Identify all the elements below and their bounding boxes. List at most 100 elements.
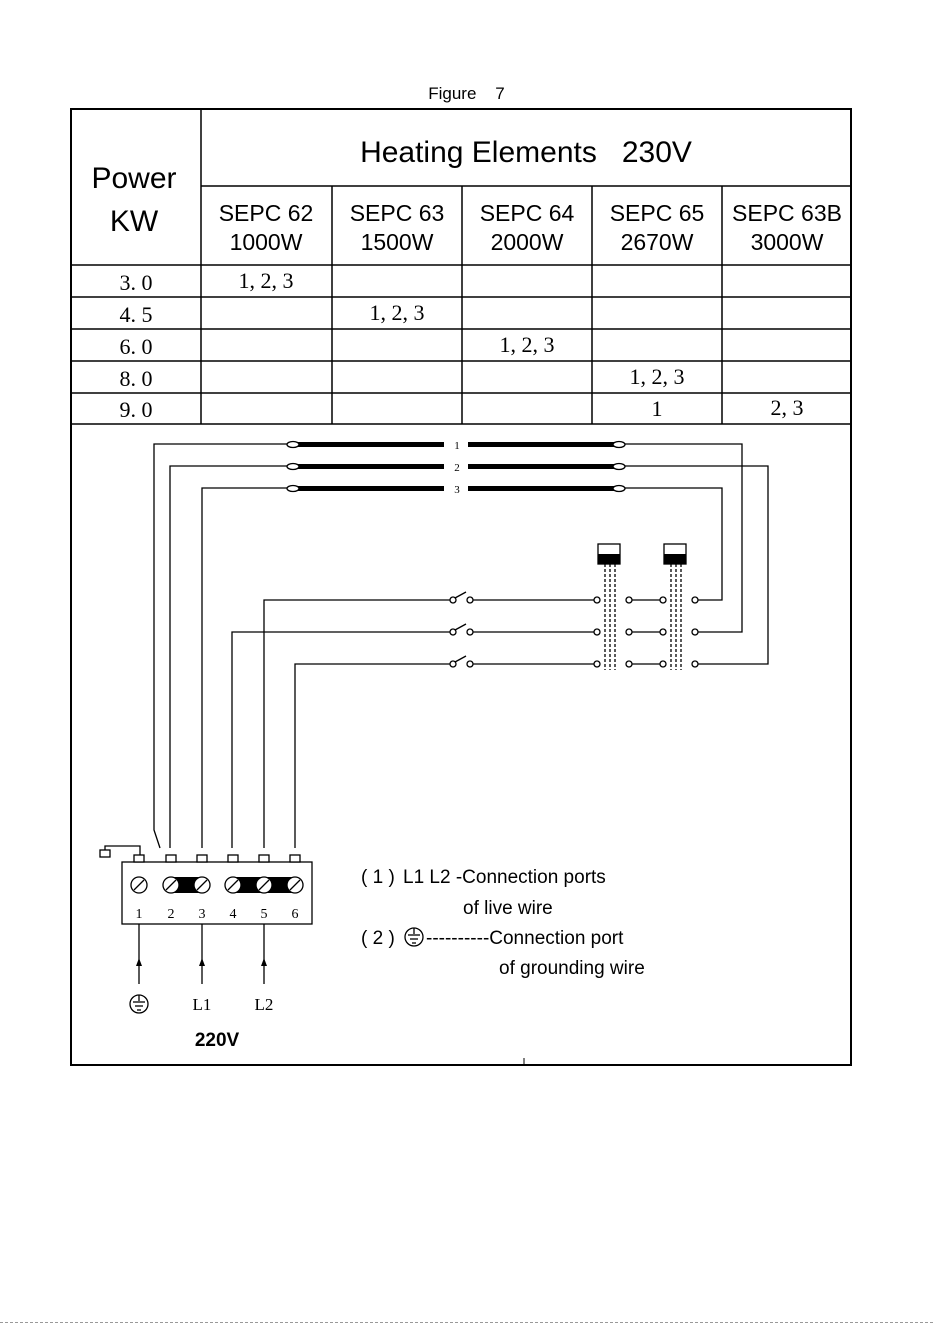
contactor-1 [593, 543, 633, 670]
contact-point [659, 660, 667, 668]
terminal-tab [258, 854, 270, 863]
row-power: 9. 0 [120, 397, 153, 422]
terminal-number: 6 [292, 907, 299, 922]
table-cell: 1, 2, 3 [630, 364, 685, 389]
switch-contact [466, 660, 474, 668]
ground-tab [99, 849, 111, 858]
terminal-number: 1 [136, 907, 143, 922]
screw-slot [165, 879, 177, 891]
table-cell: 2, 3 [771, 395, 804, 420]
legend-item1-text: L1 L2 -Connection ports [403, 867, 606, 888]
col-model: SEPC 63 [350, 200, 445, 226]
col-watts: 2000W [491, 229, 564, 255]
contact-point [691, 596, 699, 604]
screw-slot [289, 879, 301, 891]
col-model: SEPC 64 [480, 200, 575, 226]
figure-frame: Power KW Heating Elements 230V SEPC 62 1… [70, 108, 852, 1066]
terminal-block [99, 845, 313, 925]
element-end-cap [286, 440, 300, 449]
contact-point [691, 628, 699, 636]
contact-point [691, 660, 699, 668]
terminal-screws [130, 876, 304, 894]
element-end-cap [286, 462, 300, 471]
contact-point [593, 660, 601, 668]
col-watts: 2670W [621, 229, 694, 255]
wire-element-2-right [625, 465, 769, 665]
wire-element-3-right [625, 487, 723, 601]
row-header-kw: KW [110, 205, 159, 238]
contactor-2 [659, 543, 699, 670]
ground-icon [129, 994, 149, 1014]
element-end-cap [286, 484, 300, 493]
wire-terminal-4 [231, 631, 450, 848]
table-cell: 1, 2, 3 [500, 332, 555, 357]
element-label: 1 [454, 440, 460, 452]
contact-point [659, 628, 667, 636]
wire-element-2-left [169, 465, 287, 848]
wire-terminal-6 [294, 663, 450, 848]
wire-element-1-right [625, 443, 743, 633]
terminal-number: 3 [199, 907, 206, 922]
power-table [70, 108, 852, 425]
element-bar-3a [298, 486, 444, 491]
screw-slot [227, 879, 239, 891]
terminal-number: 4 [230, 907, 237, 922]
contactor-coil-fill [664, 554, 686, 564]
terminal-number: 2 [168, 907, 175, 922]
terminal-number: 5 [261, 907, 268, 922]
terminal-tab [133, 854, 145, 863]
element-label: 3 [454, 484, 460, 496]
terminal-tab [227, 854, 239, 863]
screw-slot [196, 879, 208, 891]
terminal-tab [196, 854, 208, 863]
wiring-diagram [99, 440, 769, 1066]
element-end-cap [612, 462, 626, 471]
legend-ground-icon [404, 927, 424, 947]
col-model: SEPC 62 [219, 200, 314, 226]
switch-contact [466, 596, 474, 604]
ground-link [104, 845, 141, 856]
switch-contact [449, 628, 457, 636]
legend-item2-prefix: ( 2 ) [361, 928, 395, 949]
legend-item1-text2: of live wire [463, 898, 553, 919]
wire-element-3-left [201, 487, 287, 848]
heating-elements [286, 440, 626, 493]
arrow-up-icon [261, 958, 267, 966]
wire-terminal-5 [263, 599, 450, 848]
element-bar-2b [468, 464, 614, 469]
wire-element-1-left [153, 443, 287, 849]
terminal-tab [165, 854, 177, 863]
legend-item2-text: ----------Connection port [426, 928, 624, 949]
row-power: 4. 5 [120, 302, 153, 327]
element-end-cap [612, 484, 626, 493]
col-watts: 3000W [751, 229, 824, 255]
element-bar-1b [468, 442, 614, 447]
terminal-tab [289, 854, 301, 863]
contact-point [593, 596, 601, 604]
input-label-l2: L2 [255, 995, 274, 1014]
col-watts: 1500W [361, 229, 434, 255]
contact-point [659, 596, 667, 604]
element-label: 2 [454, 462, 460, 474]
arrow-up-icon [199, 958, 205, 966]
table-cell: 1, 2, 3 [239, 268, 294, 293]
figure-caption: Figure 7 [428, 84, 505, 103]
col-watts: 1000W [230, 229, 303, 255]
switches [449, 591, 474, 668]
element-bar-2a [298, 464, 444, 469]
col-model: SEPC 63B [732, 200, 842, 226]
element-bar-3b [468, 486, 614, 491]
contact-point [593, 628, 601, 636]
contact-point [625, 628, 633, 636]
supply-voltage: 220V [195, 1030, 240, 1051]
switch-blade [454, 623, 467, 631]
arrow-up-icon [136, 958, 142, 966]
switch-blade [454, 591, 467, 599]
table-text: Power KW Heating Elements 230V SEPC 62 1… [91, 136, 842, 422]
row-power: 3. 0 [120, 270, 153, 295]
element-end-cap [612, 440, 626, 449]
contactor-coil-fill [598, 554, 620, 564]
row-header-power: Power [91, 162, 176, 195]
row-power: 8. 0 [120, 366, 153, 391]
switch-contact [466, 628, 474, 636]
